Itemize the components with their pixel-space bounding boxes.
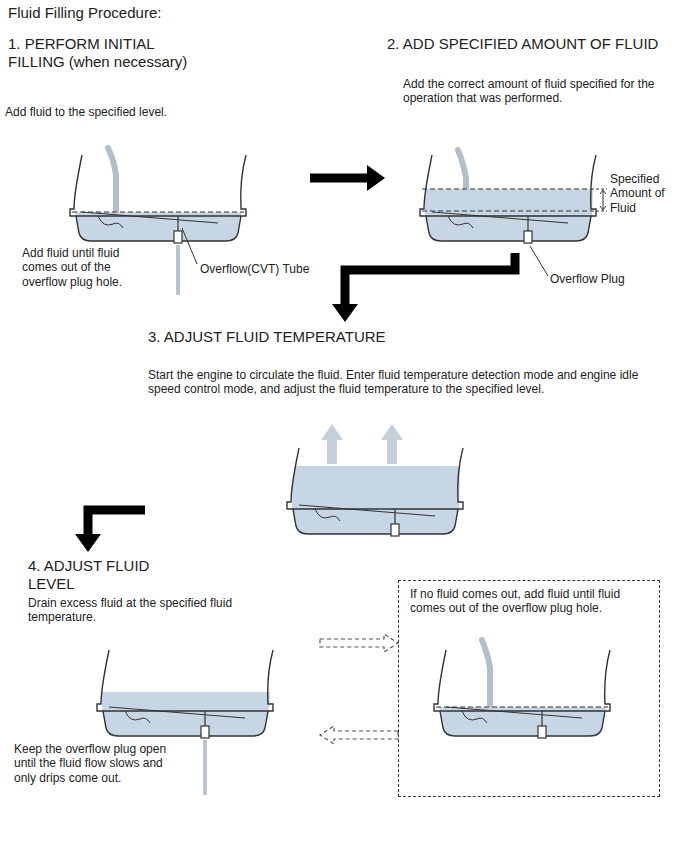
dashed-flow-arrow (320, 634, 398, 652)
heat-arrow (381, 424, 403, 464)
step-text: If no fluid comes out, add fluid until f… (410, 587, 652, 616)
arrowhead (367, 165, 385, 191)
step-text: Add fluid to the specified level. (5, 105, 285, 119)
step-text: Start the engine to circulate the fluid.… (148, 368, 653, 397)
step-heading: 1. PERFORM INITIAL FILLING (when necessa… (8, 35, 208, 71)
part-label: Overflow(CVT) Tube (200, 262, 330, 276)
flow-arrow (332, 253, 515, 322)
oil-pan (287, 448, 463, 536)
step-text: Add the correct amount of fluid specifie… (403, 77, 665, 106)
arrow-shaft (88, 510, 145, 534)
fill-tube (108, 148, 116, 212)
part-label: Overflow Plug (550, 272, 650, 286)
heat-arrow (321, 424, 343, 464)
dimension-bracket (596, 189, 607, 211)
step-region: 3. ADJUST FLUID TEMPERATURE Start the eng… (145, 322, 660, 532)
arrowhead (75, 534, 101, 552)
arrow-shaft (310, 174, 367, 183)
callout-text: Keep the overflow plug open until the fl… (14, 742, 182, 785)
oil-pan (420, 155, 596, 243)
fluid-stream (176, 245, 180, 295)
dashed-arrow (320, 726, 398, 744)
arrowhead (332, 304, 358, 322)
callout-text: Add fluid until fluid comes out of the o… (22, 246, 134, 289)
fluid-stream (203, 740, 207, 795)
step-region: 2. ADD SPECIFIED AMOUNT OF FLUID Add the … (385, 33, 675, 253)
step-heading: 4. ADJUST FLUID LEVEL (28, 557, 178, 593)
flow-arrow (75, 510, 145, 552)
oil-pan (70, 155, 246, 243)
leader-line (182, 228, 197, 264)
dashed-arrow (320, 634, 398, 652)
diagram-title: Fluid Filling Procedure: (8, 4, 161, 22)
oil-pan (97, 650, 273, 738)
step-heading: 2. ADD SPECIFIED AMOUNT OF FLUID (387, 35, 659, 53)
step-text: Drain excess fluid at the specified flui… (28, 596, 278, 625)
fill-tube (482, 640, 490, 705)
dimension-label: Specified Amount of Fluid (610, 172, 684, 215)
oil-pan (434, 650, 610, 738)
dashed-flow-arrow (320, 726, 398, 744)
arrow-shaft (345, 253, 515, 304)
dashed-note-box: If no fluid comes out, add fluid until f… (398, 580, 660, 797)
flow-arrow (310, 165, 385, 191)
leader-line (530, 246, 548, 276)
step-heading: 3. ADJUST FLUID TEMPERATURE (148, 328, 568, 346)
